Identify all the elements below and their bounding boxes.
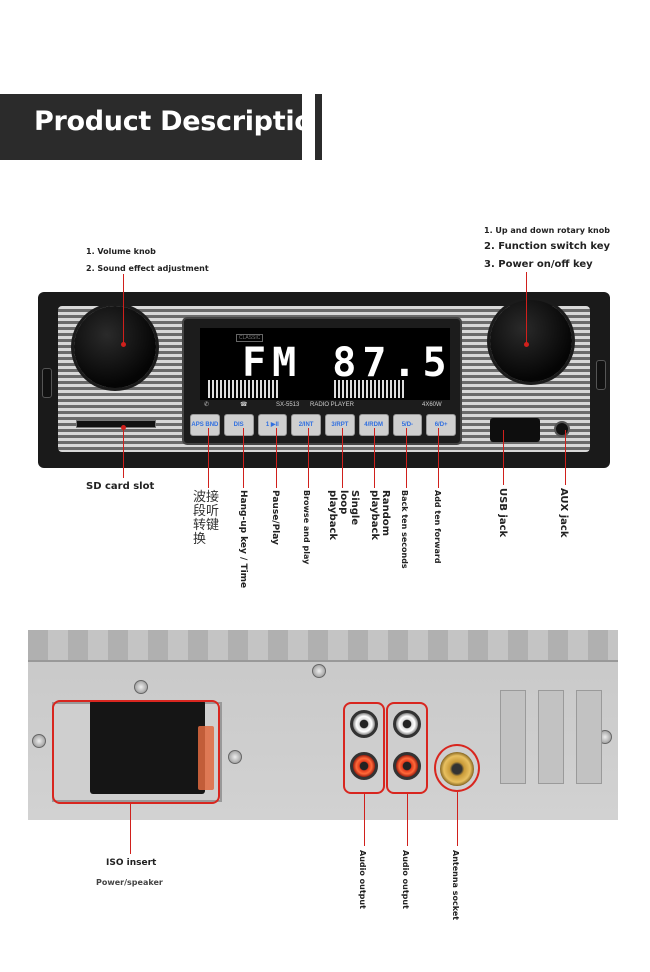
leader-btn-4	[308, 428, 309, 488]
rdm-button[interactable]: 4/RDM	[358, 414, 389, 436]
back-ten-label: Back ten seconds	[400, 490, 409, 569]
model-name: RADIO PLAYER	[310, 402, 354, 408]
leader-volume	[123, 274, 124, 344]
callout-rotary-knob: 1. Up and down rotary knob	[484, 226, 610, 235]
leader-antenna	[457, 792, 458, 846]
right-side-tab	[596, 360, 606, 390]
usb-jack-label: USB jack	[497, 488, 508, 538]
hangup-time-label: Hang-up key / Time	[238, 490, 248, 589]
leader-btn-6	[374, 428, 375, 488]
dis-button[interactable]: DIS	[223, 414, 254, 436]
sd-card-label: SD card slot	[86, 481, 155, 492]
phone-answer-icon: ✆	[204, 402, 210, 408]
forward-ten-button[interactable]: 6/D+	[426, 414, 456, 436]
leader-usb	[503, 430, 504, 485]
leader-iso	[130, 804, 131, 854]
leader-dot-volume	[121, 342, 126, 347]
leader-btn-2	[243, 428, 244, 488]
leader-btn-1	[208, 428, 209, 488]
callout-sound-effect: 2. Sound effect adjustment	[86, 264, 209, 273]
rotary-knob[interactable]	[490, 300, 572, 382]
model-strip: ✆ ☎ SX-5513 RADIO PLAYER 4X60W	[200, 400, 450, 412]
screw-top-center	[312, 664, 326, 678]
power-speaker-label: Power/speaker	[96, 878, 163, 887]
back-ten-button[interactable]: 5/D-	[392, 414, 423, 436]
callout-volume-knob: 1. Volume knob	[86, 247, 156, 256]
leader-btn-7	[406, 428, 407, 488]
aps-bnd-button[interactable]: APS BND	[190, 414, 220, 436]
random-playback-label: Random playback	[369, 490, 391, 541]
leader-dot-rotary	[524, 342, 529, 347]
leader-aux	[565, 430, 566, 485]
left-side-tab	[42, 368, 52, 398]
aux-jack[interactable]	[554, 421, 570, 437]
header-accent-bar	[315, 94, 322, 160]
model-number: SX-5513	[276, 402, 300, 408]
rca-white-2[interactable]	[393, 710, 421, 738]
iso-insert-label: ISO insert	[106, 858, 157, 868]
rpt-button[interactable]: 3/RPT	[325, 414, 355, 436]
screw-left	[32, 734, 46, 748]
antenna-highlight	[434, 744, 480, 792]
screw-mid	[228, 750, 242, 764]
callout-power-key: 3. Power on/off key	[484, 259, 593, 270]
band-switch-label: 波接段听转键换	[193, 489, 220, 546]
single-loop-label: Single loop playback	[327, 490, 360, 541]
rear-slot-1	[500, 690, 526, 784]
display-band: FM	[242, 340, 303, 386]
display-frequency: FM 87.5	[242, 340, 453, 386]
usb-jack[interactable]	[490, 418, 540, 442]
rear-slot-2	[538, 690, 564, 784]
display-frequency-value: 87.5	[332, 340, 453, 386]
rca-red-2[interactable]	[393, 752, 421, 780]
page-title: Product Description	[34, 106, 332, 137]
rear-slot-3	[576, 690, 602, 784]
iso-highlight	[52, 700, 220, 804]
screw-top-left	[134, 680, 148, 694]
leader-btn-8	[438, 428, 439, 488]
antenna-socket-label: Antenna socket	[451, 850, 460, 921]
iso-connector[interactable]	[90, 700, 205, 794]
aux-jack-label: AUX jack	[558, 488, 569, 538]
audio-output-1-highlight	[343, 702, 385, 794]
display-mode-tag: CLASSIC	[236, 334, 264, 342]
leader-audio-2	[407, 794, 408, 846]
power-rating: 4X60W	[422, 402, 442, 408]
leader-sd	[123, 428, 124, 478]
phone-hangup-icon: ☎	[240, 402, 248, 408]
rca-red-1[interactable]	[350, 752, 378, 780]
rear-top-vents	[28, 630, 618, 662]
equalizer-right	[334, 380, 404, 398]
volume-knob[interactable]	[74, 306, 156, 388]
equalizer-left	[208, 380, 278, 398]
int-button[interactable]: 2/INT	[291, 414, 321, 436]
audio-output-2-label: Audio output	[401, 850, 410, 909]
play-pause-button[interactable]: 1 ▶II	[257, 414, 288, 436]
audio-output-2-highlight	[386, 702, 428, 794]
leader-dot-sd	[121, 425, 126, 430]
rca-white-1[interactable]	[350, 710, 378, 738]
add-ten-label: Add ten forward	[433, 490, 442, 564]
pause-play-label: Pause/Play	[270, 490, 280, 545]
callout-function-switch: 2. Function switch key	[484, 241, 611, 252]
fuse	[198, 726, 214, 790]
sd-card-slot[interactable]	[76, 420, 156, 428]
leader-btn-5	[342, 428, 343, 488]
leader-rotary	[526, 272, 527, 344]
leader-btn-3	[276, 428, 277, 488]
audio-output-1-label: Audio output	[358, 850, 367, 909]
leader-audio-1	[364, 794, 365, 846]
preset-button-row: APS BND DIS 1 ▶II 2/INT 3/RPT 4/RDM 5/D-…	[190, 414, 456, 438]
browse-play-label: Browse and play	[302, 490, 311, 565]
header-banner	[0, 94, 302, 160]
